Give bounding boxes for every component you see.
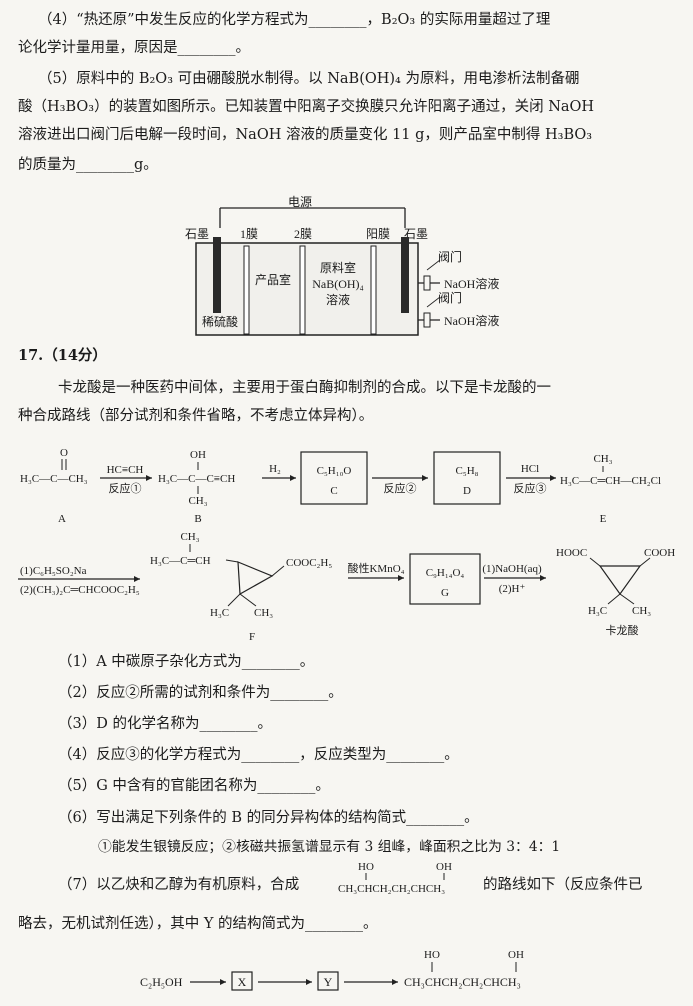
condition-3: 反应③: [514, 481, 547, 495]
caronic-methyl-right: CH₃: [632, 605, 651, 617]
dilute-acid-label: 稀硫酸: [202, 314, 238, 329]
caronic-COOH: COOH: [644, 547, 675, 559]
q17-sub4: （4）反应③的化学方程式为________，反应类型为________。: [58, 747, 459, 763]
right-electrode: [401, 237, 409, 313]
reagent-6b: (2)H⁺: [499, 583, 526, 595]
target-HO: HO: [358, 861, 374, 873]
q17-sub6-conditions: ①能发生银镜反应；②核磁共振氢谱显示有 3 组峰，峰面积之比为 3：4：1: [98, 839, 561, 855]
feed-room-label: 原料室: [320, 260, 356, 275]
q17-header: 17.（14分）: [18, 347, 107, 364]
G-label: G: [441, 587, 449, 599]
feed-room-solution: 溶液: [326, 292, 350, 307]
D-formula: C₅H₈: [456, 465, 479, 477]
B-structure: H₃C—C—C≡CH: [158, 473, 235, 485]
A-oxygen: O: [60, 447, 68, 459]
graphite-left-label: 石墨: [185, 227, 209, 241]
valve-bottom-label: 阀门: [438, 290, 462, 305]
valve-top-label: 阀门: [438, 249, 462, 264]
route7-start: C₂H₅OH: [140, 975, 183, 989]
q17-sub2: （2）反应②所需的试剂和条件为________。: [58, 685, 343, 701]
q17-intro-line1: 卡龙酸是一种医药中间体，主要用于蛋白酶抑制剂的合成。以下是卡龙酸的一: [58, 380, 551, 396]
q16-part5-line3: 溶液进出口阀门后电解一段时间，NaOH 溶液的质量变化 11 g，则产品室中制得…: [18, 127, 593, 143]
condition-1: 反应①: [109, 481, 142, 495]
caronic-cyclopropane: [598, 565, 642, 596]
q17-sub7-line2: 略去，无机试剂任选），其中 Y 的结构简式为________。: [18, 916, 378, 932]
route7-X-box: [231, 971, 253, 991]
compound-G-box: [409, 553, 481, 605]
reagent-2: H₂: [269, 463, 281, 475]
E-methyl: CH₃: [593, 453, 612, 465]
q16-part5-line2: 酸（H₃BO₃）的装置如图所示。已知装置中阳离子交换膜只允许阳离子通过，关闭 N…: [18, 99, 595, 115]
feed-room-formula: NaB(OH)₄: [312, 277, 364, 291]
q16-part5-line4: 的质量为________g。: [18, 157, 158, 173]
route7-X: X: [238, 975, 247, 989]
q17-sub1: （1）A 中碳原子杂化方式为________。: [58, 654, 315, 670]
graphite-right-label: 石墨: [404, 227, 428, 241]
q17-sub6: （6）写出满足下列条件的 B 的同分异构体的结构简式________。: [58, 810, 479, 826]
q16-part4-line2: 论化学计量用量，原因是________。: [18, 40, 250, 56]
left-electrode: [213, 237, 221, 313]
E-label: E: [600, 513, 607, 525]
power-label: 电源: [288, 195, 312, 209]
caronic-acid-label: 卡龙酸: [606, 623, 639, 637]
F-alkene: H₃C—C═CH: [150, 555, 211, 567]
route7-end: CH₃CHCH₂CH₂CHCH₃: [404, 975, 521, 989]
F-label: F: [249, 631, 255, 643]
B-hydroxyl: OH: [190, 449, 206, 461]
route7-Y-box: [317, 971, 339, 991]
F-cyclopropane: [237, 561, 274, 595]
q16-part5-line1: （5）原料中的 B₂O₃ 可由硼酸脱水制得。以 NaB(OH)₄ 为原料，用电渗…: [38, 71, 580, 87]
target-structure: CH₃CHCH₂CH₂CHCH₃: [338, 883, 445, 895]
membrane-1: [243, 245, 250, 335]
B-label: B: [194, 513, 201, 525]
q17-sub7-part-b: 的路线如下（反应条件已: [483, 877, 643, 893]
valve-bottom: [423, 312, 431, 328]
membrane2-label: 2膜: [294, 227, 312, 241]
route7-Y: Y: [324, 975, 333, 989]
caronic-methyl-left: H₃C: [588, 605, 607, 617]
C-formula: C₅H₁₀O: [317, 465, 352, 477]
D-label: D: [463, 485, 471, 497]
reagent-4a: (1)C₆H₅SO₂Na: [20, 565, 87, 577]
reagent-5: 酸性KMnO₄: [347, 561, 404, 575]
F-methyl-left: H₃C: [210, 607, 229, 619]
A-structure: H₃C—C—CH₃: [20, 473, 88, 485]
cation-membrane-label: 阳膜: [366, 227, 390, 241]
q17-sub7-part-a: （7）以乙炔和乙醇为有机原料，合成: [58, 877, 300, 893]
q17-sub5: （5）G 中含有的官能团名称为________。: [58, 778, 330, 794]
electrolysis-tank: [195, 242, 419, 336]
compound-D-box: [433, 451, 501, 505]
compound-C-box: [300, 451, 368, 505]
valve-top: [423, 275, 431, 291]
route7-OH: OH: [508, 949, 524, 961]
F-methyl-top: CH₃: [180, 531, 199, 543]
F-ester: COOC₂H₅: [286, 557, 332, 569]
target-OH: OH: [436, 861, 452, 873]
C-label: C: [330, 485, 337, 497]
q16-part4-line1: （4）“热还原”中发生反应的化学方程式为________，B₂O₃ 的实际用量超…: [38, 12, 551, 28]
membrane1-label: 1膜: [240, 227, 258, 241]
reagent-3: HCl: [521, 463, 539, 475]
reagent-1: HC≡CH: [107, 464, 144, 476]
membrane-2: [299, 245, 306, 335]
condition-2: 反应②: [384, 481, 417, 495]
naoh-top-label: NaOH溶液: [444, 276, 499, 291]
q17-sub3: （3）D 的化学名称为________。: [58, 716, 272, 732]
route7-HO: HO: [424, 949, 440, 961]
G-formula: C₉H₁₄O₄: [426, 567, 465, 579]
q17-intro-line2: 种合成路线（部分试剂和条件省略，不考虑立体异构）。: [18, 408, 374, 424]
F-methyl-right: CH₃: [254, 607, 273, 619]
cation-membrane: [370, 245, 377, 335]
E-structure: H₃C—C═CH—CH₂Cl: [560, 475, 661, 487]
reagent-6a: (1)NaOH(aq): [482, 563, 542, 575]
B-methyl: CH₃: [188, 495, 207, 507]
reagent-4b: (2)(CH₃)₂C═CHCOOC₂H₅: [20, 584, 140, 596]
product-room-label: 产品室: [255, 272, 291, 287]
A-label: A: [58, 513, 66, 525]
naoh-bottom-label: NaOH溶液: [444, 313, 499, 328]
caronic-HOOC: HOOC: [556, 547, 587, 559]
